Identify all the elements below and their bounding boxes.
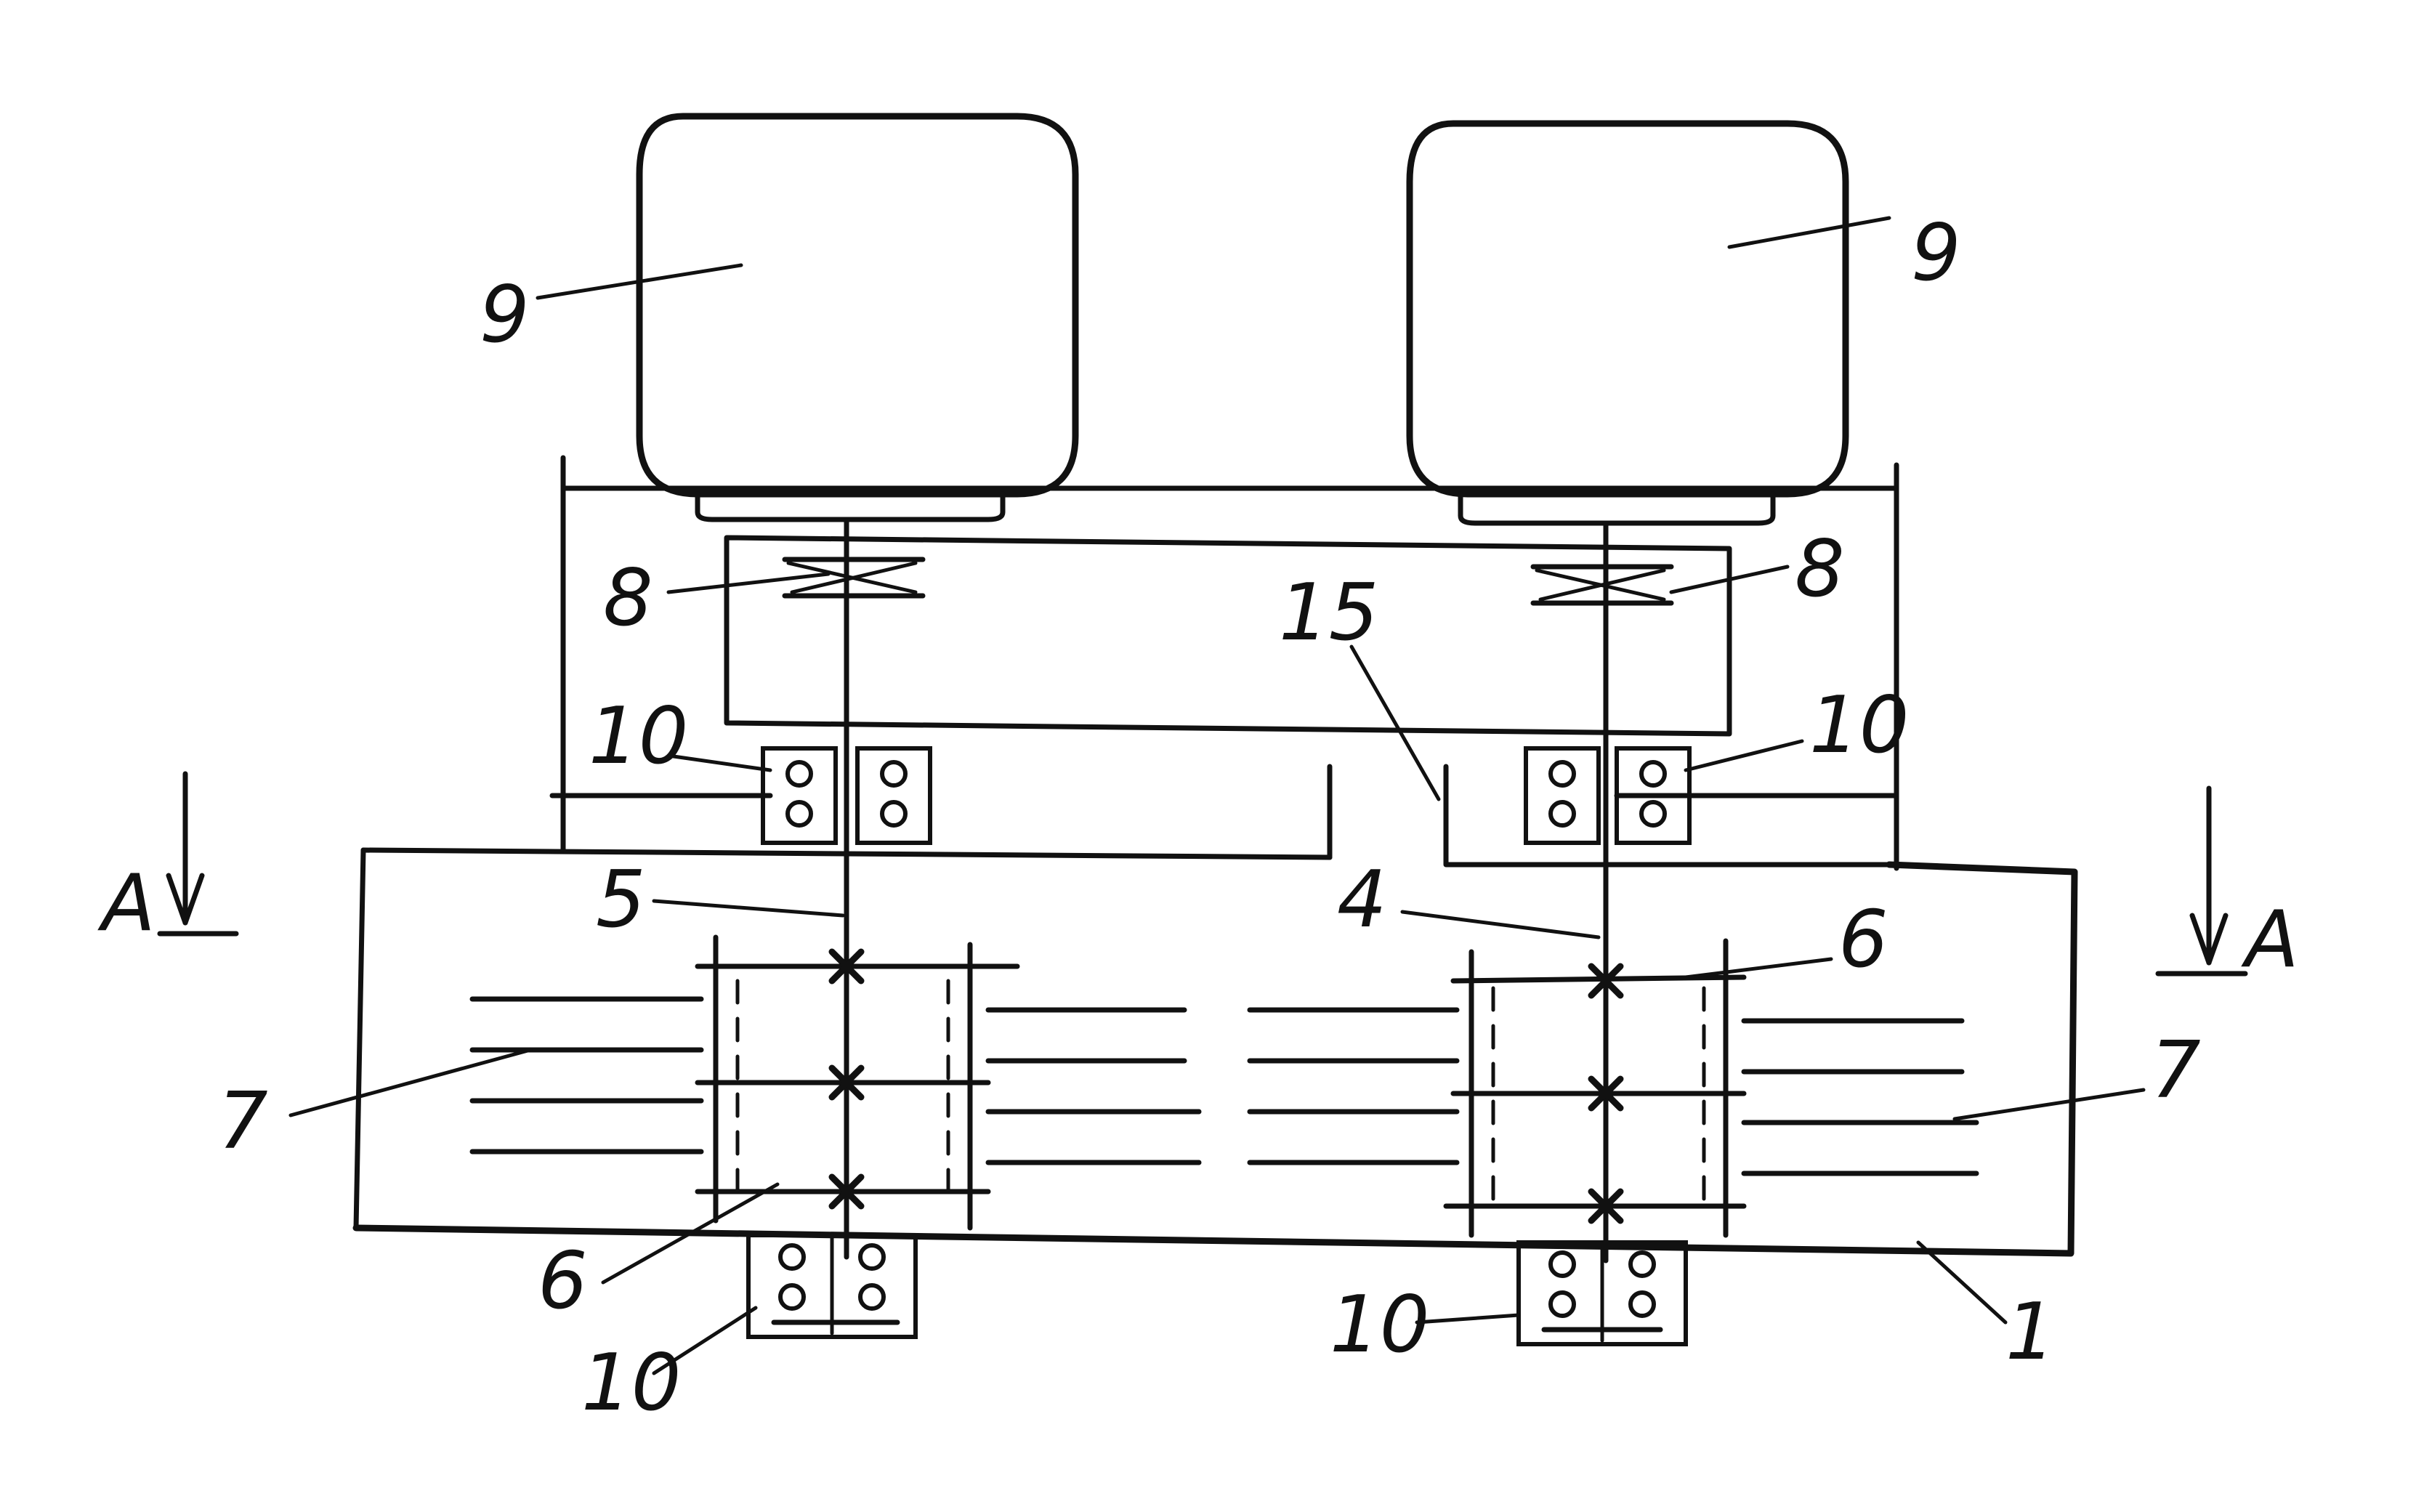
label-shaft-right: 4 bbox=[1337, 854, 1387, 945]
upper-frame bbox=[549, 455, 1899, 871]
label-bearing-lower-left: 10 bbox=[581, 1338, 681, 1428]
label-bearing-upper-left: 10 bbox=[589, 691, 688, 782]
label-gear-right: 6 bbox=[1838, 894, 1888, 985]
coupling-box bbox=[724, 535, 1732, 737]
label-coupling-left: 8 bbox=[603, 553, 653, 644]
label-section-left: A bbox=[97, 858, 155, 949]
label-shaft-left: 5 bbox=[596, 854, 646, 945]
disks-right-inner bbox=[1247, 1007, 1460, 1165]
section-arrow-right bbox=[2155, 785, 2248, 977]
bearing-upper-left bbox=[761, 746, 932, 845]
coupling-right bbox=[1530, 564, 1674, 606]
bearing-lower-left bbox=[746, 1233, 918, 1339]
label-housing: 1 bbox=[2005, 1287, 2056, 1378]
bearing-upper-right bbox=[1524, 746, 1692, 845]
label-motor-right: 9 bbox=[1911, 208, 1961, 299]
label-bearing-upper-right: 10 bbox=[1809, 680, 1909, 771]
label-disks-left: 7 bbox=[218, 1076, 268, 1167]
motor-left bbox=[636, 113, 1079, 522]
label-coupling-right: 8 bbox=[1795, 524, 1845, 615]
coupling-left bbox=[782, 557, 926, 599]
label-section-right: A bbox=[2241, 894, 2299, 985]
label-disks-right: 7 bbox=[2151, 1025, 2201, 1116]
label-partition: 15 bbox=[1279, 567, 1378, 658]
label-motor-left: 9 bbox=[480, 270, 530, 360]
motor-right bbox=[1406, 120, 1849, 526]
label-bearing-lower-right: 10 bbox=[1330, 1279, 1429, 1370]
shafts bbox=[844, 517, 1609, 1264]
bearing-lower-right bbox=[1516, 1240, 1688, 1346]
disks-left-outer bbox=[469, 996, 704, 1155]
housing bbox=[352, 861, 2078, 1257]
section-arrow-left bbox=[157, 771, 239, 937]
partition bbox=[353, 764, 1892, 1231]
label-gear-left: 6 bbox=[538, 1236, 588, 1327]
leader-lines bbox=[288, 216, 2146, 1375]
disks-left-inner bbox=[985, 1007, 1202, 1165]
gear-assembly-right bbox=[1443, 938, 1747, 1238]
disks-right-outer bbox=[1741, 1018, 1979, 1176]
gear-assembly-left bbox=[695, 934, 1020, 1231]
